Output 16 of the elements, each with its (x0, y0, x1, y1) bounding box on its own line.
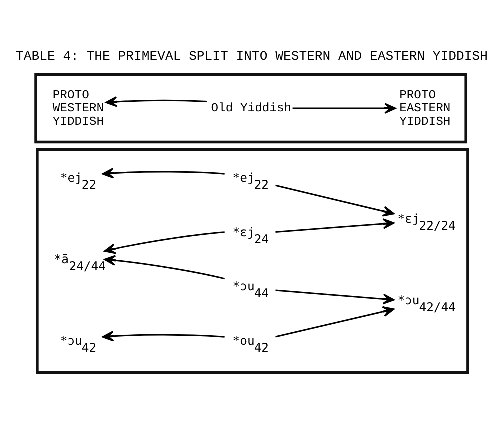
arrow (276, 184, 395, 216)
arrow (104, 231, 225, 254)
node-text: PROTO EASTERN YIDDISH (400, 88, 451, 128)
arrow (102, 330, 225, 342)
arrow (102, 168, 225, 178)
cluster (36, 148, 470, 374)
arrow (276, 289, 395, 304)
cluster (34, 72, 468, 144)
node-text: Old Yiddish (211, 101, 292, 116)
arrow (276, 218, 395, 232)
arrow (292, 102, 396, 114)
arrow (106, 96, 208, 107)
arrow (104, 254, 225, 280)
node-text: PROTO WESTERN YIDDISH (52, 88, 104, 128)
arrow (276, 306, 395, 338)
diagram-title: TABLE 4: THE PRIMEVAL SPLIT INTO WESTERN AND EASTERN YIDDISH (16, 48, 488, 64)
